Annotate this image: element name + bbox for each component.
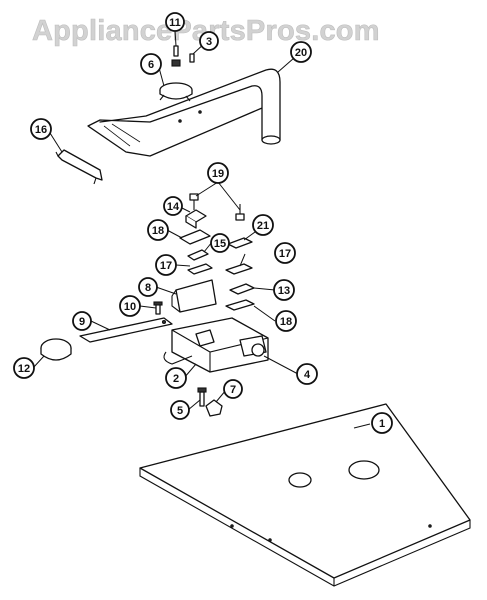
callout-16: 16 [30,118,52,140]
callout-6: 6 [140,53,162,75]
callout-14-label: 14 [167,201,180,213]
callout-20: 20 [290,41,312,63]
part-1-cover-panel [139,403,471,587]
part-11-screw [171,45,181,67]
callout-3: 3 [199,31,219,51]
callout-19: 19 [207,162,229,184]
callout-4-label: 4 [304,369,311,381]
part-3-screw [189,53,195,63]
callout-15-label: 15 [214,238,226,250]
part-19-screws [189,193,245,221]
callout-18b: 18 [275,310,297,332]
callout-18a: 18 [147,219,169,241]
callout-5-label: 5 [177,405,183,417]
callout-20-label: 20 [295,47,307,59]
part-12-knob [40,338,72,361]
callout-11-label: 11 [169,17,181,29]
callout-13-label: 13 [278,285,290,297]
part-2-4-assembly [163,317,269,373]
part-10-screw [153,301,163,315]
callout-10: 10 [119,295,141,317]
callout-10-label: 10 [124,301,136,313]
callout-8: 8 [138,277,158,297]
callout-7-label: 7 [230,384,236,396]
callout-1-label: 1 [379,418,385,430]
part-8-plate [171,279,217,313]
callout-11: 11 [165,12,185,32]
callout-1: 1 [371,412,393,434]
callout-3-label: 3 [206,36,212,48]
part-20-vent-tube [87,68,281,157]
leader-lines [32,29,371,429]
callout-8-label: 8 [145,282,151,294]
callout-13: 13 [273,279,295,301]
part-6-thermostat [159,82,193,102]
callout-18a-label: 18 [152,225,164,237]
callout-14: 14 [163,196,183,216]
callout-17a-label: 17 [160,260,172,272]
callout-17b-label: 17 [279,248,291,260]
callout-9: 9 [72,311,92,331]
callout-19-label: 19 [212,168,224,180]
callout-21-label: 21 [257,220,269,232]
part-16-bracket [55,149,103,185]
part-7-clip [205,399,223,417]
callout-2: 2 [165,367,187,389]
callout-5: 5 [170,400,190,420]
callout-21: 21 [252,214,274,236]
callout-17a: 17 [155,254,177,276]
callout-17b: 17 [274,242,296,264]
part-5-screw [197,387,207,407]
part-9-arm [79,317,173,343]
callout-4: 4 [296,363,318,385]
callout-2-label: 2 [173,373,179,385]
callout-16-label: 16 [35,124,47,136]
callout-18b-label: 18 [280,316,292,328]
callout-15: 15 [210,233,230,253]
callout-6-label: 6 [148,59,154,71]
callout-7: 7 [223,379,243,399]
callout-9-label: 9 [79,316,85,328]
callout-12-label: 12 [18,363,30,375]
watermark-text: AppliancePartsPros.com [32,15,380,47]
callout-12: 12 [13,357,35,379]
